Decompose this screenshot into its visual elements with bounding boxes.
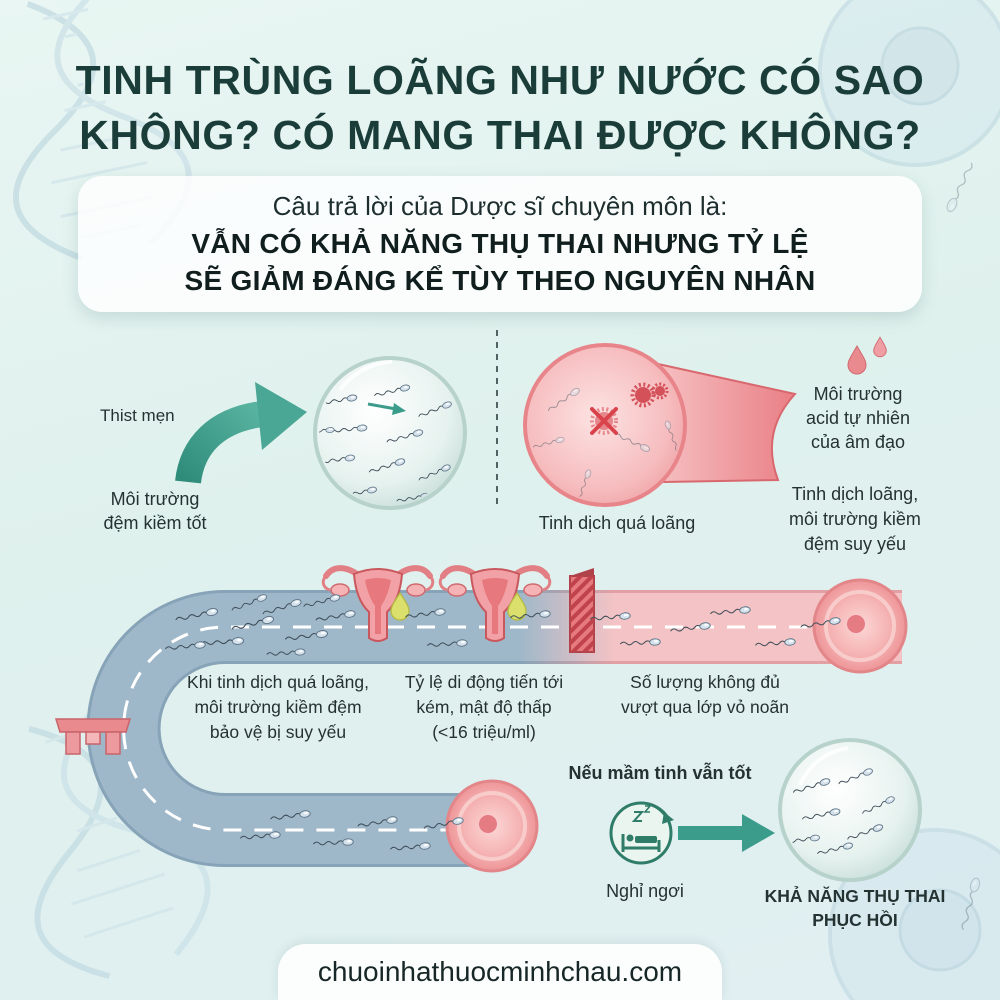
journey-step-1-line-1: Khi tinh dịch quá loãng, — [187, 672, 369, 692]
egg-cell-icon — [445, 779, 539, 873]
recovered-sperm-magnifier — [778, 738, 922, 882]
footer-pill — [278, 944, 722, 1000]
blocked-x-icon — [590, 407, 618, 435]
journey-step-1-line-2: môi trường kiềm đệm — [194, 697, 362, 717]
thin-semen-label: Tinh dịch quá loãng — [538, 513, 696, 533]
weak-buffer-label-line-1: Tinh dịch loãng, — [791, 484, 919, 504]
rest-label: Nghỉ ngơi — [606, 881, 684, 901]
bacteria-icon — [651, 382, 669, 400]
footer-website: chuoinhathuocminhchau.com — [317, 956, 683, 987]
thin-semen-magnifier — [523, 343, 687, 507]
barrier-icon — [569, 568, 595, 653]
journey-step-1-line-3: bảo vệ bị suy yếu — [209, 722, 347, 742]
journey-step-3-line-2: vượt qua lớp vỏ noãn — [621, 697, 789, 717]
answer-headline-line-2: SẼ GIẢM ĐÁNG KỂ TÙY THEO NGUYÊN NHÂN — [184, 265, 816, 296]
healthy-top-label: Thist mẹn — [100, 406, 175, 425]
weak-buffer-label-line-3: đệm suy yếu — [803, 534, 907, 554]
egg-cell-icon — [812, 578, 908, 674]
page-title-line-1: TINH TRÙNG LOÃNG NHƯ NƯỚC CÓ SAO — [75, 57, 925, 103]
healthy-sperm-magnifier — [313, 356, 467, 510]
acid-label-line-1: Môi trường — [813, 384, 903, 404]
acid-drop-icon — [847, 336, 887, 375]
acid-label-line-2: acid tự nhiên — [805, 408, 911, 428]
journey-step-2-line-1: Tỷ lệ di động tiến tới — [404, 672, 564, 692]
gate-icon — [54, 718, 132, 755]
answer-card — [78, 176, 922, 312]
journey-step-2-line-3: (<16 triệu/ml) — [432, 722, 536, 742]
fluid-drop-icon — [507, 591, 527, 621]
uterus-icon — [321, 568, 433, 642]
healthy-bottom-label-line-1: Môi trường — [110, 489, 200, 509]
answer-intro: Câu trả lời của Dược sĩ chuyên môn là: — [272, 191, 728, 221]
answer-headline-line-1: VẪN CÓ KHẢ NĂNG THỤ THAI NHƯNG TỶ LỆ — [191, 228, 809, 259]
healthy-bottom-label-line-2: đệm kiềm tốt — [103, 513, 207, 533]
recovery-heading: Nếu mầm tinh vẫn tốt — [568, 763, 752, 783]
journey-step-2-line-2: kém, mật độ thấp — [416, 697, 552, 717]
page-title-line-2: KHÔNG? CÓ MANG THAI ĐƯỢC KHÔNG? — [79, 112, 921, 158]
acid-label-line-3: của âm đạo — [810, 432, 906, 452]
rest-bed-icon — [609, 801, 674, 865]
journey-step-3-line-1: Số lượng không đủ — [630, 672, 780, 692]
curved-arrow-icon — [175, 382, 307, 485]
zoom-cone — [656, 362, 797, 484]
fluid-drop-icon — [390, 591, 410, 621]
weak-buffer-label-line-2: môi trường kiềm — [789, 509, 921, 529]
recovery-result-line-1: KHẢ NĂNG THỤ THAI — [764, 886, 946, 906]
road-center-line — [122, 625, 900, 832]
direction-arrow-icon — [367, 402, 406, 415]
recovery-result-line-2: PHỤC HỒI — [812, 910, 898, 930]
cell-icon — [818, 0, 1000, 167]
right-arrow-icon — [678, 814, 775, 852]
uterus-icon — [440, 568, 550, 642]
